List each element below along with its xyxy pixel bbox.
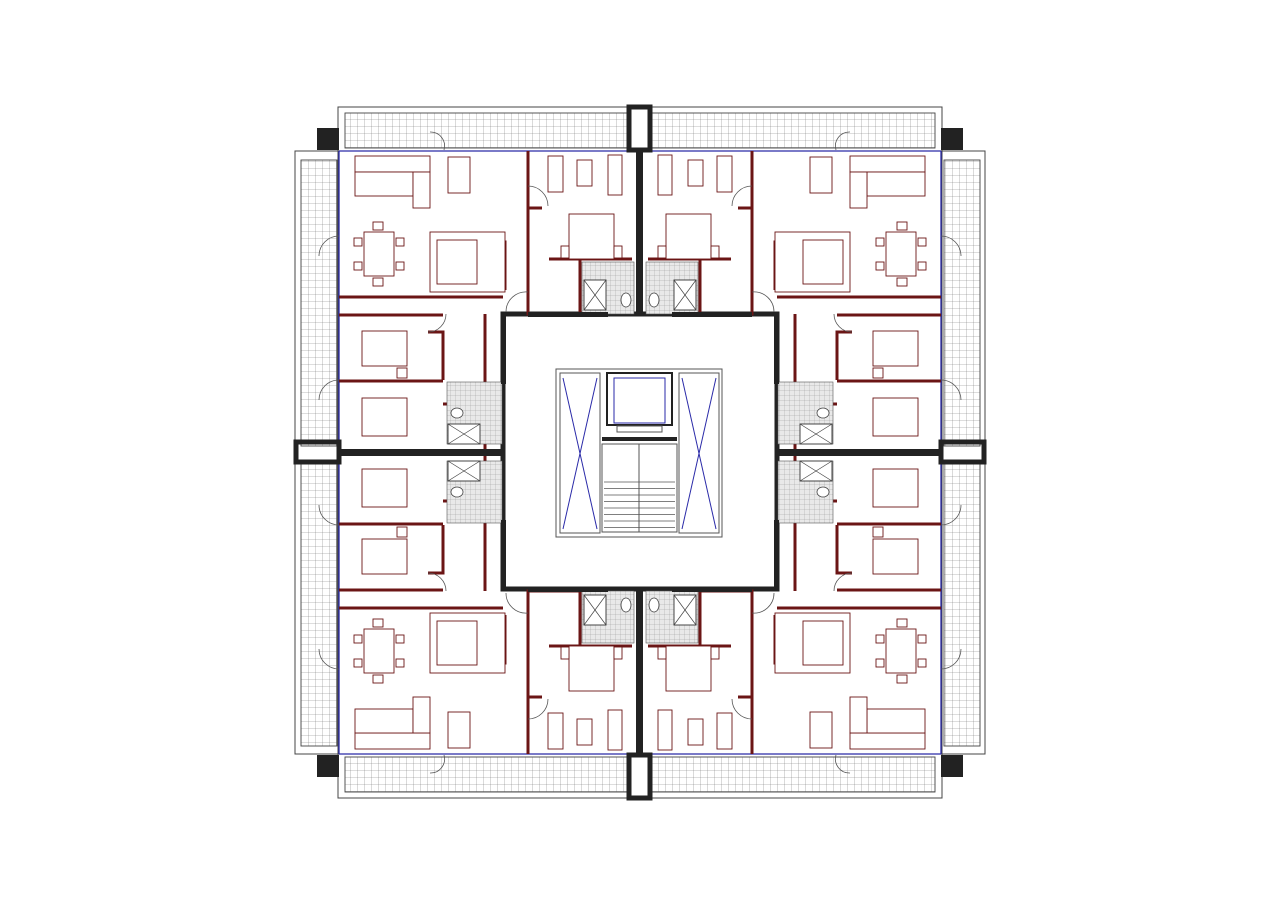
dining-table-icon [353, 221, 405, 287]
balcony-left [300, 159, 338, 747]
apartment-quadrant-top-right [644, 130, 963, 451]
shear-walls [293, 104, 987, 801]
apartment-quadrant-bottom-right [644, 454, 963, 775]
balcony-bottom [344, 756, 936, 793]
core [500, 311, 780, 592]
apartment-quadrant-bottom-left [317, 454, 636, 775]
toilet-icon [450, 292, 632, 419]
stair-icon [601, 443, 678, 533]
bathroom [446, 261, 635, 445]
doors [318, 131, 549, 401]
shower-icon [447, 279, 607, 445]
elevator-icon [602, 372, 677, 441]
corner-columns [317, 128, 963, 777]
corridor-walls [501, 312, 779, 592]
balcony-right [943, 159, 981, 747]
sofa-icon [354, 155, 506, 293]
bed-icon [361, 154, 623, 437]
apartment-quadrant [318, 131, 635, 449]
balcony-top [344, 112, 936, 149]
